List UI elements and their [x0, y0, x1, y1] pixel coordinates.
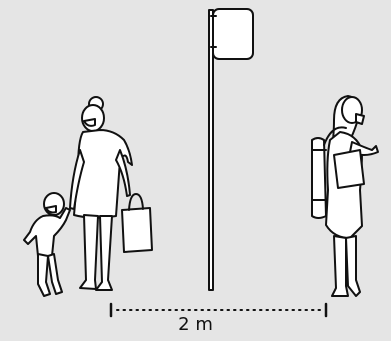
- woman-with-backpack-figure: [312, 96, 378, 296]
- adult-with-bag-figure: [70, 97, 152, 290]
- child-figure: [24, 193, 70, 296]
- sign-post-icon: [209, 9, 253, 290]
- distance-label: 2 m: [0, 314, 391, 335]
